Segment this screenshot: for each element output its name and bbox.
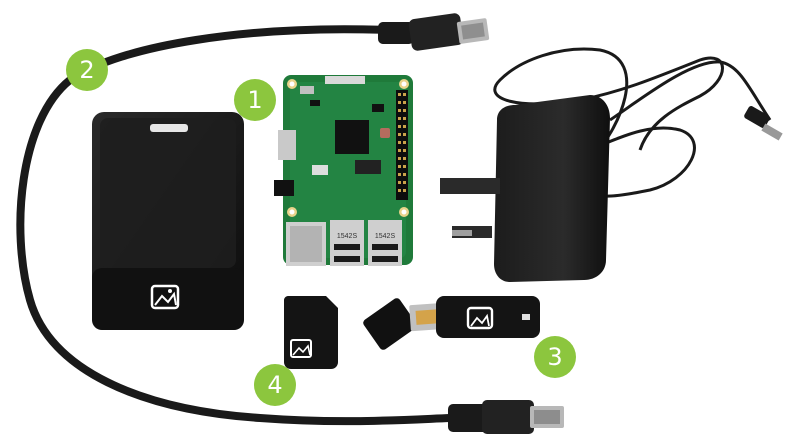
usb-port-label: 1542S	[375, 233, 396, 240]
badge-3: 3	[534, 336, 576, 378]
picture-logo-icon	[466, 306, 494, 330]
hdmi-cable	[16, 13, 564, 434]
raspberry-pi-board: 1542S 1542S	[274, 75, 413, 266]
pi-case	[92, 112, 244, 330]
micro-sd-card	[284, 296, 338, 369]
badge-1: 1	[234, 79, 276, 121]
usb-port-pair: 1542S	[330, 220, 364, 266]
hdmi-connector-top	[378, 13, 490, 51]
usb-port-pair: 1542S	[368, 220, 402, 266]
picture-logo-icon	[290, 339, 312, 358]
hdmi-connector-bottom	[448, 400, 564, 434]
power-supply	[440, 47, 783, 282]
badge-4: 4	[254, 364, 296, 406]
badge-2: 2	[66, 49, 108, 91]
wifi-usb-dongle	[363, 296, 540, 350]
picture-logo-icon	[150, 284, 180, 310]
usb-port-label: 1542S	[337, 233, 358, 240]
